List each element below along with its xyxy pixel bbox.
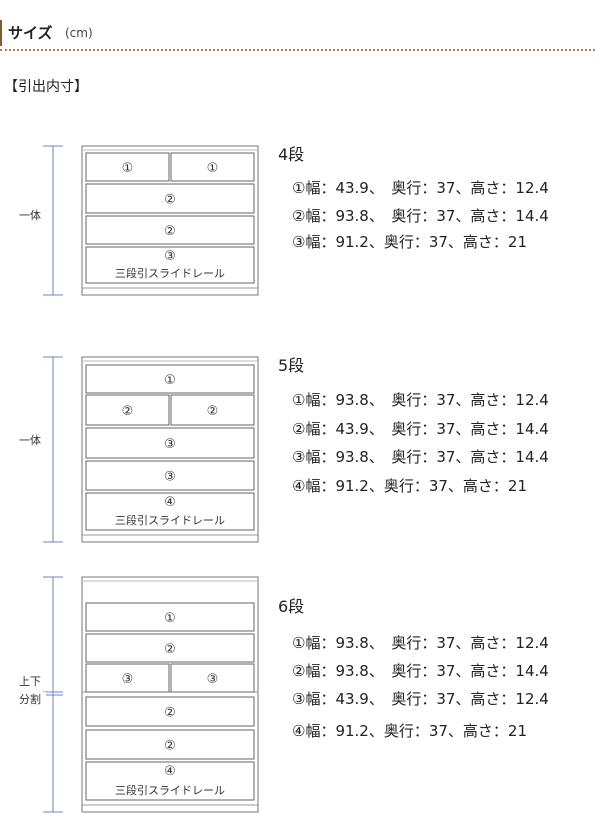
- spec-line: ③幅：91.2、奥行：37、高さ：21: [292, 233, 528, 251]
- drawer-front: [85, 729, 255, 760]
- header-dotted-rule: [0, 49, 595, 51]
- spec-line: ②幅：93.8、 奥行：37、高さ：14.4: [292, 662, 549, 680]
- side-label-bg: [16, 674, 46, 689]
- subtitle: 【引出内寸】: [4, 79, 88, 95]
- drawer-label: ①: [164, 373, 176, 388]
- section-header: サイズ (cm): [0, 18, 595, 51]
- drawer-label: ②: [164, 193, 176, 208]
- drawer-label: ②: [164, 224, 176, 239]
- spec-line: ②幅：93.8、 奥行：37、高さ：14.4: [292, 207, 549, 225]
- drawer-front: [85, 761, 255, 801]
- side-label-bg: [16, 433, 46, 448]
- header-accent-bar: [0, 20, 2, 46]
- spec-line: ③幅：43.9、 奥行：37、高さ：12.4: [292, 690, 549, 708]
- spec-line: ④幅：91.2、奥行：37、高さ：21: [292, 477, 528, 495]
- unit-heading: 5段: [278, 356, 305, 375]
- drawer-front: [85, 394, 170, 426]
- drawer-front: [85, 633, 255, 663]
- drawer-front: [85, 183, 255, 214]
- drawer-front: [170, 663, 255, 693]
- unit-heading: 6段: [278, 597, 305, 616]
- drawer-label: ③: [122, 672, 134, 687]
- drawer-front: [85, 246, 255, 284]
- drawer-label: ②: [207, 404, 219, 419]
- drawer-front: [85, 427, 255, 459]
- drawer-front: [85, 215, 255, 245]
- drawer-front: [85, 152, 170, 182]
- drawer-label: ③: [164, 249, 176, 264]
- cabinet-outline: [81, 145, 259, 296]
- drawer-label: ③: [164, 470, 176, 485]
- drawer-front: [170, 394, 255, 426]
- drawer-label: ③: [164, 437, 176, 452]
- drawer-label: ①: [207, 161, 219, 176]
- drawer-label: ②: [164, 739, 176, 754]
- side-label: 一体: [19, 208, 41, 222]
- drawer-label: ①: [164, 611, 176, 626]
- side-label-bg: [16, 208, 46, 223]
- section-title: サイズ: [8, 24, 53, 42]
- drawer-label: ②: [164, 706, 176, 721]
- side-label: 一体: [19, 433, 41, 447]
- cabinet-outline: [81, 576, 259, 813]
- drawer-front: [85, 364, 255, 394]
- drawer-label: ③: [207, 672, 219, 687]
- drawer-label: ②: [122, 404, 134, 419]
- cabinet-outline: [81, 356, 259, 543]
- drawer-front: [85, 696, 255, 727]
- spec-line: ②幅：43.9、 奥行：37、高さ：14.4: [292, 420, 549, 438]
- drawer-front: [85, 602, 255, 632]
- unit-heading: 4段: [278, 145, 305, 164]
- side-label-bg: [16, 692, 46, 707]
- rail-label: 三段引スライドレール: [115, 783, 225, 797]
- drawer-label: ④: [164, 764, 176, 779]
- drawer-front: [170, 152, 255, 182]
- side-label: 上下: [19, 675, 41, 688]
- unit-label: (cm): [65, 26, 93, 40]
- spec-line: ④幅：91.2、奥行：37、高さ：21: [292, 722, 528, 740]
- spec-line: ①幅：93.8、 奥行：37、高さ：12.4: [292, 391, 549, 409]
- spec-line: ③幅：93.8、 奥行：37、高さ：14.4: [292, 448, 549, 466]
- spec-line: ①幅：93.8、 奥行：37、高さ：12.4: [292, 634, 549, 652]
- side-label: 分割: [19, 692, 41, 706]
- drawer-front: [85, 492, 255, 531]
- rail-label: 三段引スライドレール: [115, 513, 225, 527]
- spec-line: ①幅：43.9、 奥行：37、高さ：12.4: [292, 179, 549, 197]
- rail-label: 三段引スライドレール: [115, 266, 225, 280]
- drawer-front: [85, 460, 255, 491]
- drawer-front: [85, 663, 170, 693]
- drawer-label: ①: [122, 161, 134, 176]
- drawer-label: ②: [164, 642, 176, 657]
- drawer-label: ④: [164, 495, 176, 510]
